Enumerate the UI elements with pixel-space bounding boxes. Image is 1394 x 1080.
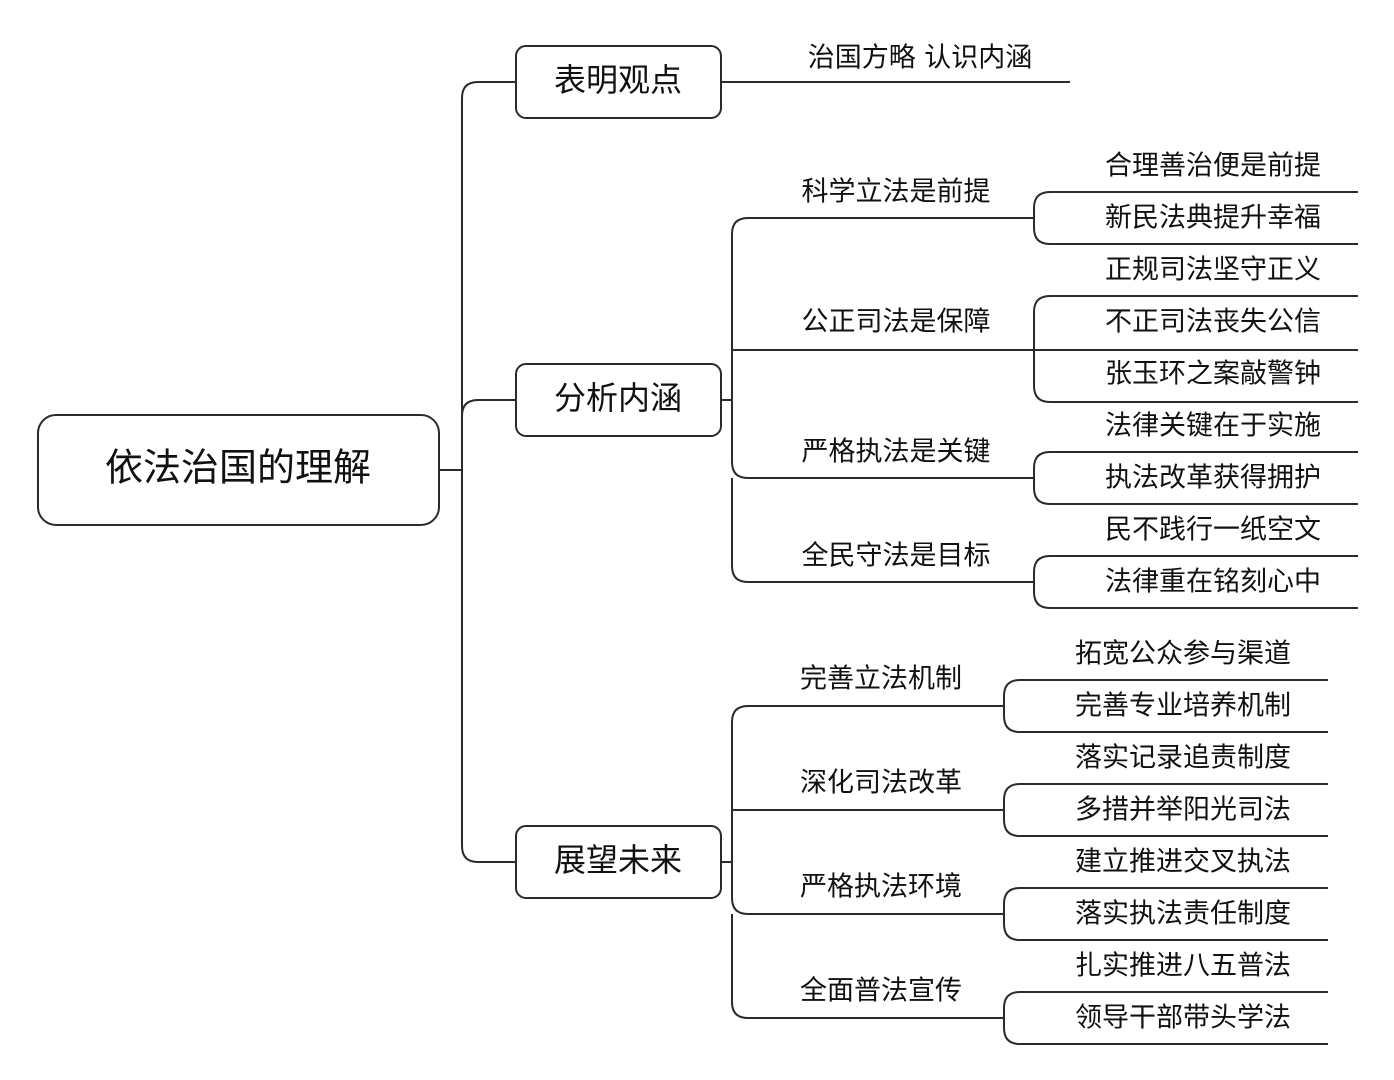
branch-label: 展望未来 — [554, 841, 682, 879]
leaf-label[interactable]: 扎实推进八五普法 — [1075, 951, 1291, 982]
outlook-connector — [721, 705, 1004, 1019]
leaf-label[interactable]: 不正司法丧失公信 — [1105, 307, 1321, 338]
leaf-label[interactable]: 落实执法责任制度 — [1075, 899, 1291, 930]
root-node[interactable]: 依法治国的理解 — [37, 414, 440, 526]
outlook-leaf-brackets — [1003, 679, 1328, 1045]
sub-topic-label[interactable]: 科学立法是前提 — [802, 177, 991, 208]
leaf-label[interactable]: 正规司法坚守正义 — [1105, 255, 1321, 286]
leaf-label[interactable]: 完善专业培养机制 — [1075, 691, 1291, 722]
root-to-branches — [439, 81, 516, 863]
branch-node-analysis[interactable]: 分析内涵 — [515, 363, 722, 437]
sub-topic-label[interactable]: 深化司法改革 — [800, 768, 962, 799]
leaf-label[interactable]: 法律重在铭刻心中 — [1105, 567, 1321, 598]
leaf-label[interactable]: 落实记录追责制度 — [1075, 743, 1291, 774]
leaf-label[interactable]: 法律关键在于实施 — [1105, 411, 1321, 442]
sub-topic-label[interactable]: 严格执法是关键 — [802, 437, 991, 468]
connector-lines — [439, 81, 1358, 1045]
branch-node-stance[interactable]: 表明观点 — [515, 45, 722, 119]
analysis-leaf-brackets — [1033, 191, 1358, 609]
analysis-connector — [721, 217, 1034, 583]
branch-label: 表明观点 — [554, 61, 682, 99]
leaf-label[interactable]: 张玉环之案敲警钟 — [1105, 359, 1321, 390]
sub-topic-label[interactable]: 严格执法环境 — [800, 872, 962, 903]
leaf-label[interactable]: 民不践行一纸空文 — [1105, 515, 1321, 546]
leaf-label[interactable]: 拓宽公众参与渠道 — [1075, 639, 1291, 670]
branch-node-outlook[interactable]: 展望未来 — [515, 825, 722, 899]
root-label: 依法治国的理解 — [105, 446, 371, 490]
sub-topic-label[interactable]: 治国方略 认识内涵 — [808, 43, 1033, 74]
leaf-label[interactable]: 建立推进交叉执法 — [1075, 847, 1291, 878]
leaf-label[interactable]: 合理善治便是前提 — [1105, 151, 1321, 182]
leaf-label[interactable]: 新民法典提升幸福 — [1105, 203, 1321, 234]
sub-topic-label[interactable]: 全面普法宣传 — [800, 976, 962, 1007]
leaf-label[interactable]: 多措并举阳光司法 — [1075, 795, 1291, 826]
sub-topic-label[interactable]: 全民守法是目标 — [802, 541, 991, 572]
sub-topic-label[interactable]: 公正司法是保障 — [802, 307, 991, 338]
sub-topic-label[interactable]: 完善立法机制 — [800, 664, 962, 695]
leaf-label[interactable]: 领导干部带头学法 — [1075, 1003, 1291, 1034]
branch-label: 分析内涵 — [554, 379, 682, 417]
leaf-label[interactable]: 执法改革获得拥护 — [1105, 463, 1321, 494]
